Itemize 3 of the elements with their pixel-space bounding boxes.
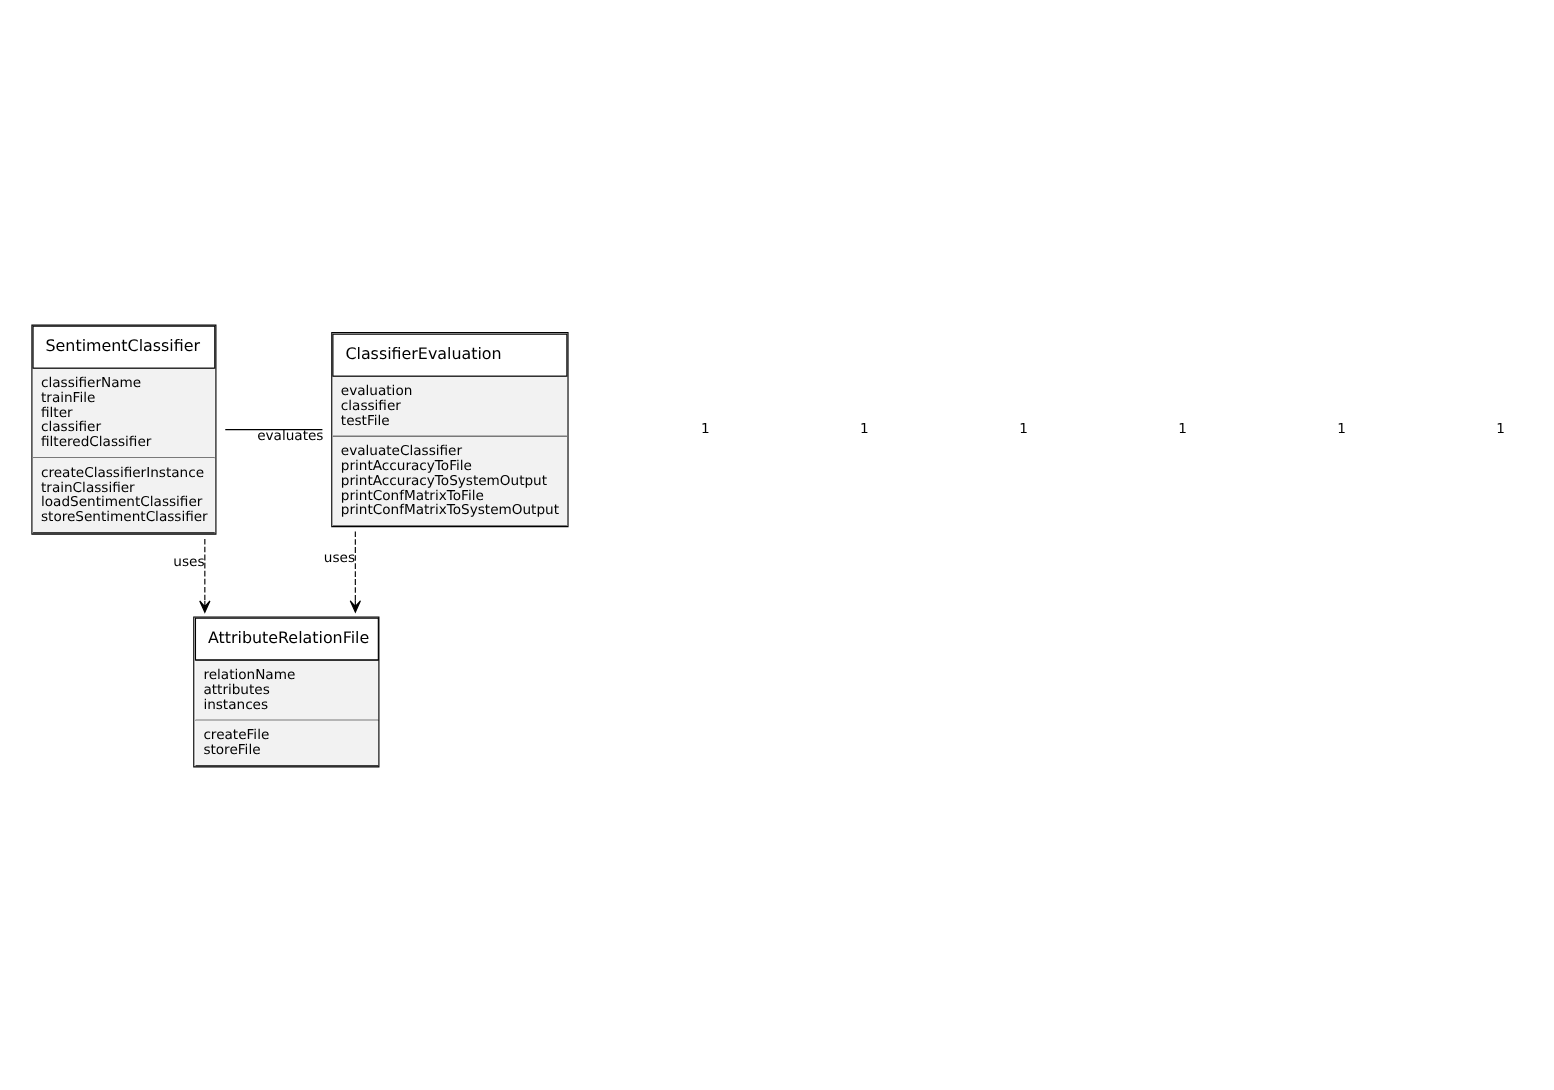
- arrow: [199, 537, 211, 612]
- arrow: [349, 529, 361, 612]
- connector: [224, 428, 323, 430]
